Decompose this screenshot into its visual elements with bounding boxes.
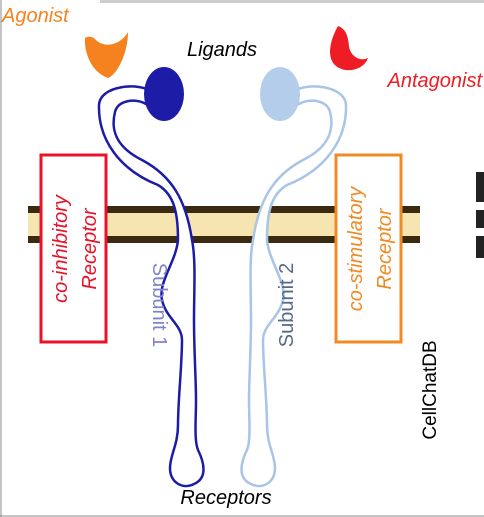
cropped-mark-3: [476, 236, 484, 258]
cropped-mark-2: [476, 210, 484, 228]
subunit-1-ligand: [144, 67, 184, 121]
co-inhibitory-box: [39, 153, 108, 344]
cropped-mark-1: [476, 172, 484, 202]
antagonist-label: Antagonist: [386, 70, 483, 92]
database-label: CellChatDB: [420, 340, 441, 439]
co-stimulatory-box: [334, 153, 403, 344]
co-inhibitory-label-line1: co-inhibitory: [50, 194, 72, 303]
agonist-label: Agonist: [1, 5, 70, 27]
receptors-label: Receptors: [180, 487, 271, 509]
agonist-icon: [84, 32, 128, 78]
subunit-2-ligand: [260, 67, 300, 121]
cropped-title-strip: [100, 0, 484, 3]
subunit-1-shape: [97, 85, 205, 488]
antagonist-icon: [330, 26, 368, 71]
subunit-2-shape: [240, 85, 348, 488]
co-stimulatory-label-line1: co-stimulatory: [345, 186, 367, 311]
subunit-2-label: Subunit 2: [276, 263, 298, 348]
co-stimulatory-label-line2: Receptor: [374, 207, 396, 289]
ligands-label: Ligands: [187, 39, 257, 61]
co-inhibitory-label-line2: Receptor: [79, 207, 101, 289]
subunit-1-label: Subunit 1: [148, 263, 170, 348]
